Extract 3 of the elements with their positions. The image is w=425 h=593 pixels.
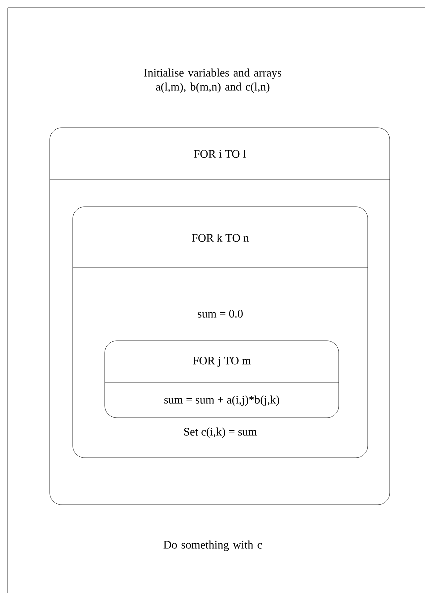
step-text: Do something with c xyxy=(164,540,262,552)
step-text: Initialise variables and arrays a(l,m), b(m,n) and c(l,n) xyxy=(144,68,282,94)
loop-box: FOR j TO m sum = sum + a(i,j)*b(j,k) xyxy=(104,340,340,418)
